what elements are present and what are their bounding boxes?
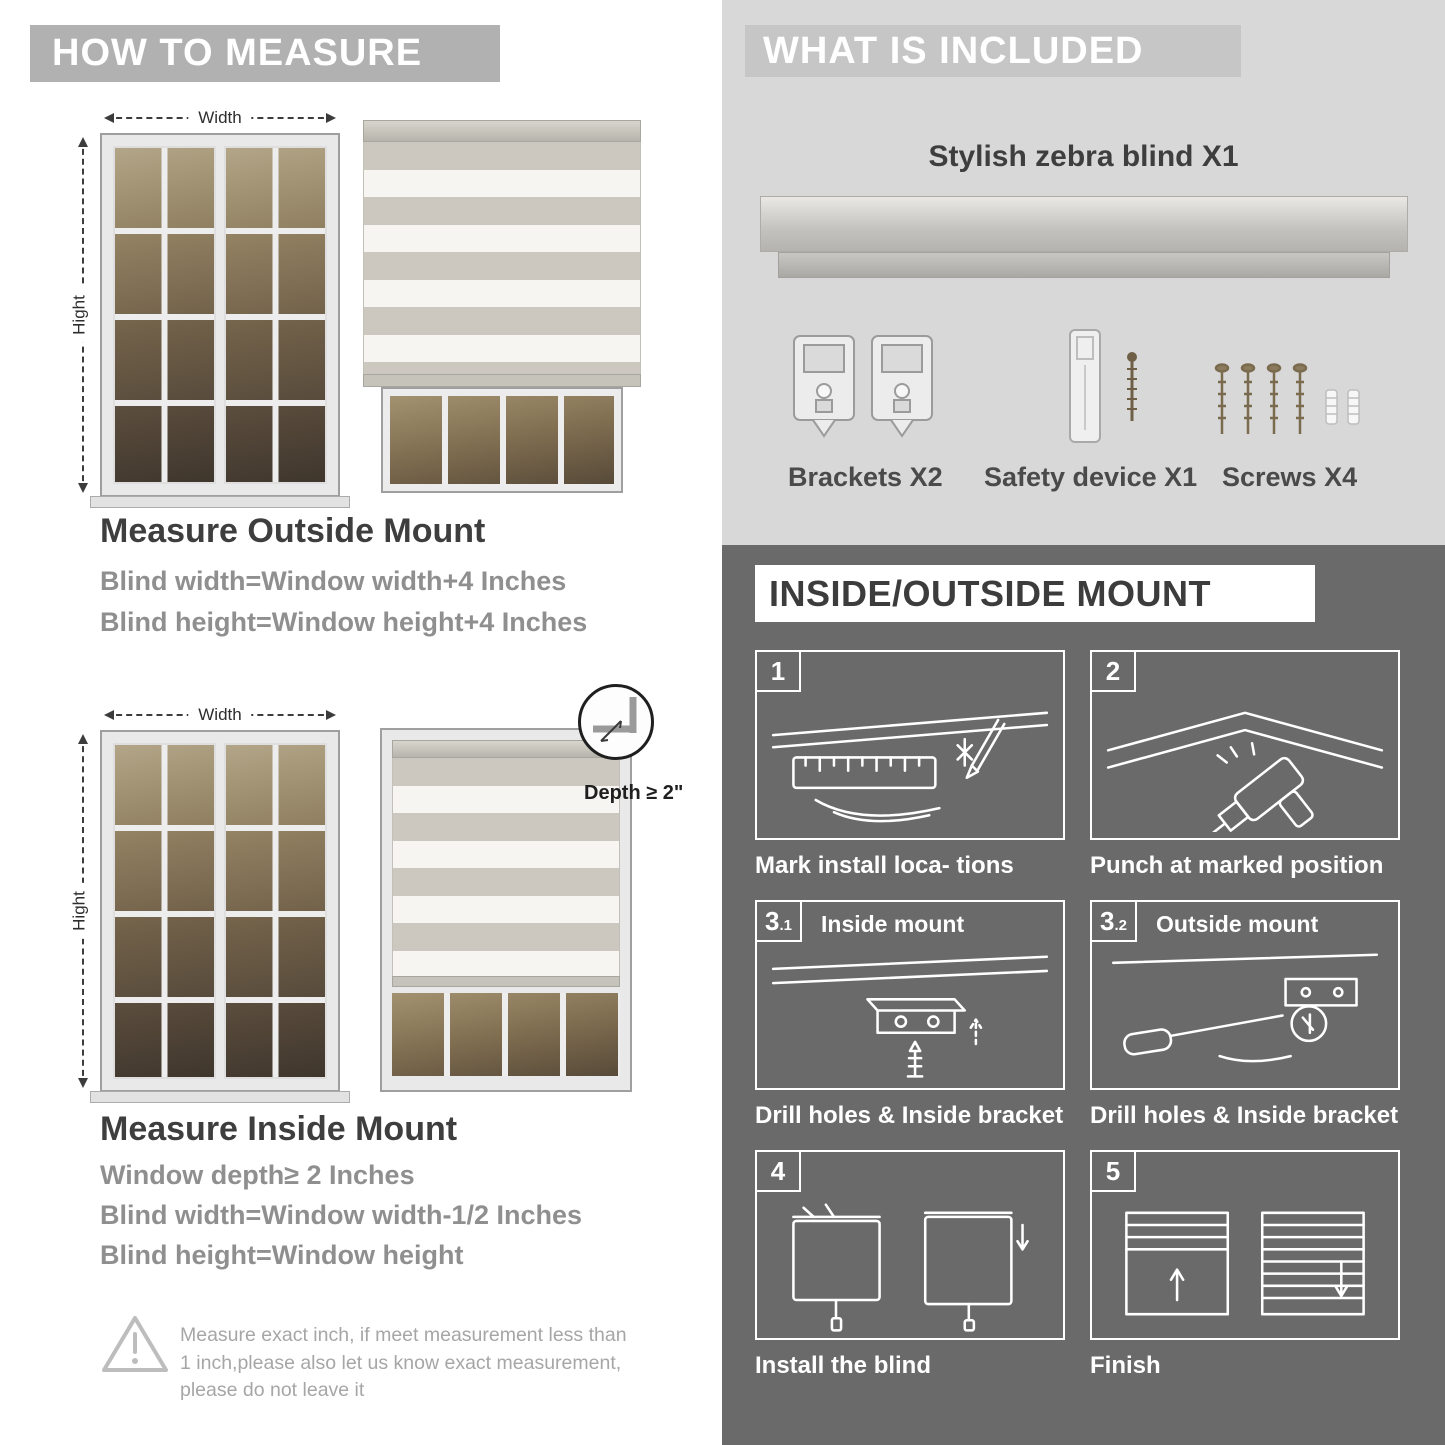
window-below-blind xyxy=(381,387,623,493)
window-panes xyxy=(390,396,614,484)
step-number-text: 3 xyxy=(765,905,780,936)
step-number: 4 xyxy=(757,1152,801,1192)
window-panes xyxy=(392,993,620,1076)
width-arrow: Width xyxy=(104,108,336,128)
step-number: 1 xyxy=(757,652,801,692)
depth-magnifier-icon xyxy=(578,684,654,760)
outside-mount-title: Measure Outside Mount xyxy=(100,512,486,550)
installation-steps: 1 Mark install loca- tions xyxy=(755,650,1400,1400)
inside-height-formula: Blind height=Window height xyxy=(100,1240,464,1270)
inside-mount-blind-illustration xyxy=(380,728,632,1092)
step-number-text: 2 xyxy=(1105,655,1121,686)
inside-width-formula: Blind width=Window width-1/2 Inches xyxy=(100,1200,583,1230)
window-frame xyxy=(100,133,340,497)
step-1: 1 Mark install loca- tions xyxy=(755,650,1065,900)
step-number-text: 5 xyxy=(1105,1155,1121,1186)
step-number: 2 xyxy=(1092,652,1136,692)
width-arrow: Width xyxy=(104,705,336,725)
step-5: 5 Finish xyxy=(1090,1150,1400,1400)
how-to-measure-title: HOW TO MEASURE xyxy=(52,32,423,74)
screws-icon xyxy=(1208,358,1378,458)
width-label: Width xyxy=(188,705,252,725)
step-number-text: 3 xyxy=(1100,905,1115,936)
step-3-2-caption: Drill holes & Inside bracket xyxy=(1090,1102,1399,1129)
step-1-caption: Mark install loca- tions xyxy=(755,852,1014,879)
zebra-stripes xyxy=(363,142,641,374)
outside-mount-blind-illustration xyxy=(363,120,641,497)
step-4: 4 Install the blind xyxy=(755,1150,1065,1400)
step-number-text: 1 xyxy=(770,655,786,686)
step-number: 5 xyxy=(1092,1152,1136,1192)
step-4-panel: 4 xyxy=(755,1150,1065,1340)
what-is-included-title: WHAT IS INCLUDED xyxy=(763,30,1144,72)
step-number: 3.1 xyxy=(757,902,802,942)
mount-section-title: INSIDE/OUTSIDE MOUNT xyxy=(769,573,1212,614)
step-number-text: 4 xyxy=(770,1155,786,1186)
height-arrow: Hight xyxy=(69,137,90,493)
window-frame xyxy=(100,730,340,1092)
window-sill xyxy=(90,1091,350,1103)
width-label: Width xyxy=(188,108,252,128)
mark-location-illustration xyxy=(771,711,1049,823)
what-is-included-header: WHAT IS INCLUDED xyxy=(745,25,1241,77)
step-number: 3.2 xyxy=(1092,902,1137,942)
step-1-panel: 1 xyxy=(755,650,1065,840)
step-3-2-panel: 3.2 Outside mount xyxy=(1090,900,1400,1090)
blind-cassette xyxy=(363,120,641,142)
outside-width-formula: Blind width=Window width+4 Inches xyxy=(100,566,567,596)
step-5-caption: Finish xyxy=(1090,1352,1161,1379)
what-is-included-section: WHAT IS INCLUDED Stylish zebra blind X1 xyxy=(722,0,1445,545)
screws-label: Screws X4 xyxy=(1222,462,1358,492)
step-number-sub: .1 xyxy=(779,917,792,934)
outside-height-formula: Blind height=Window height+4 Inches xyxy=(100,607,588,637)
mount-section-header: INSIDE/OUTSIDE MOUNT xyxy=(755,565,1315,622)
depth-requirement-label: Depth ≥ 2" xyxy=(584,782,684,804)
window-sash xyxy=(224,146,327,484)
how-to-measure-header: HOW TO MEASURE xyxy=(30,25,500,82)
step-3-1-title: Inside mount xyxy=(821,911,965,937)
outside-bracket-illustration xyxy=(1111,953,1379,1063)
window-sash xyxy=(113,146,216,484)
step-3-2-title: Outside mount xyxy=(1156,911,1319,937)
measurement-warning-text: Measure exact inch, if meet measurement … xyxy=(180,1324,627,1402)
inside-mount-title: Measure Inside Mount xyxy=(100,1110,458,1148)
step-2-panel: 2 xyxy=(1090,650,1400,840)
step-4-caption: Install the blind xyxy=(755,1352,932,1379)
zebra-blind-product xyxy=(760,196,1408,252)
inside-bracket-illustration xyxy=(771,955,1049,1078)
height-label: Hight xyxy=(69,287,90,343)
height-arrow: Hight xyxy=(69,734,90,1088)
brackets-label: Brackets X2 xyxy=(788,462,943,492)
step-5-panel: 5 xyxy=(1090,1150,1400,1340)
window-sill xyxy=(90,496,350,508)
step-number-sub: .2 xyxy=(1114,917,1127,934)
safety-device-label: Safety device X1 xyxy=(984,462,1198,492)
inside-mount-window-illustration: Width Hight xyxy=(69,705,350,1103)
outside-mount-window-illustration: Width Hight xyxy=(69,108,350,508)
product-label: Stylish zebra blind X1 xyxy=(928,140,1239,173)
blind-bottom-rail xyxy=(363,374,641,387)
safety-device-icon xyxy=(1050,325,1170,460)
blind-bottom-rail xyxy=(392,976,620,987)
step-2: 2 Punch at marked position xyxy=(1090,650,1400,900)
step-3-1: 3.1 Inside mount Drill xyxy=(755,900,1065,1150)
window-sash xyxy=(224,743,327,1079)
install-blind-illustration xyxy=(792,1203,1029,1332)
window-sash xyxy=(113,743,216,1079)
step-3-1-caption: Drill holes & Inside bracket xyxy=(755,1102,1064,1129)
warning-icon xyxy=(100,1312,170,1381)
brackets-icon xyxy=(786,330,946,453)
step-2-caption: Punch at marked position xyxy=(1090,852,1384,879)
zebra-blind-valance xyxy=(778,252,1390,278)
finish-illustration xyxy=(1125,1211,1365,1316)
zebra-stripes xyxy=(392,758,620,976)
window-below-blind xyxy=(392,987,620,1076)
step-3-2: 3.2 Outside mount Drill holes & Ins xyxy=(1090,900,1400,1150)
step-3-1-panel: 3.1 Inside mount xyxy=(755,900,1065,1090)
height-label: Hight xyxy=(69,883,90,939)
drill-illustration xyxy=(1106,711,1384,832)
inside-outside-mount-section: INSIDE/OUTSIDE MOUNT 1 xyxy=(722,545,1445,1445)
inside-depth-rule: Window depth≥ 2 Inches xyxy=(100,1160,415,1190)
